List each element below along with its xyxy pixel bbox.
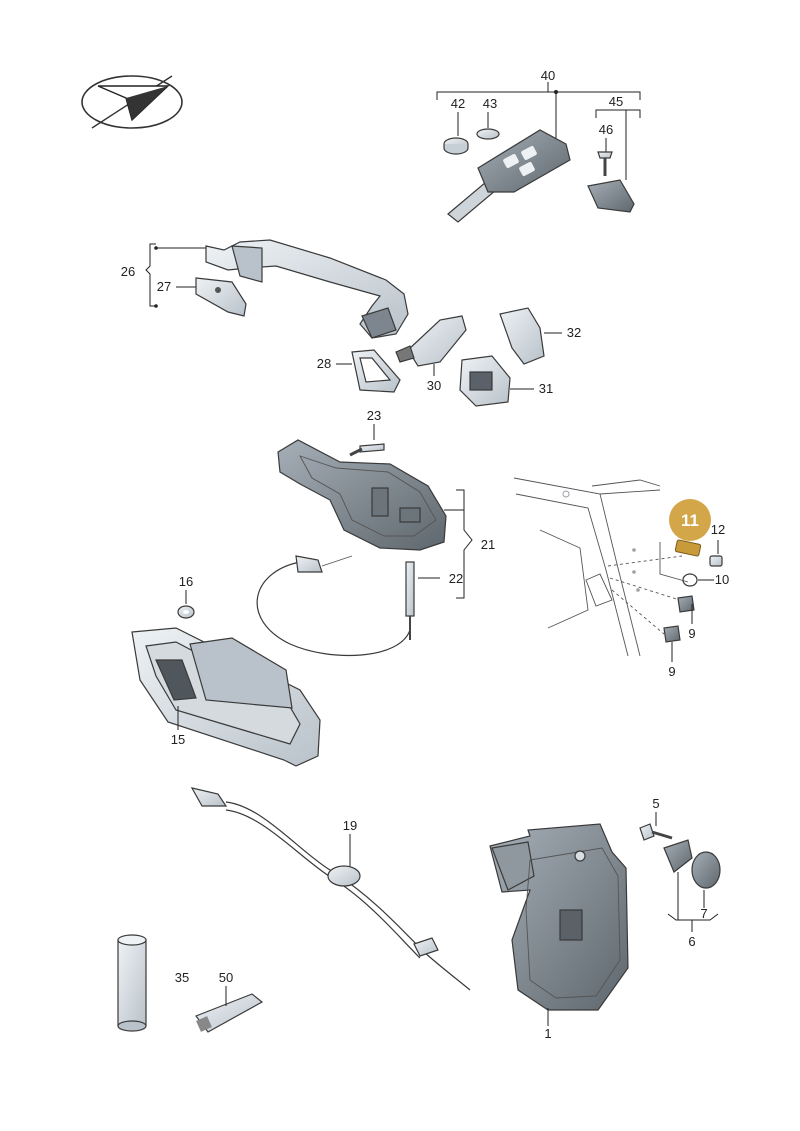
label-43: 43	[483, 96, 497, 111]
label-45: 45	[609, 94, 623, 109]
door-frame-inset	[510, 472, 740, 662]
label-9-upper: 9	[688, 626, 695, 641]
label-16: 16	[179, 574, 193, 589]
label-15: 15	[171, 732, 185, 747]
interior-handle-group	[131, 590, 321, 767]
label-46: 46	[599, 122, 613, 137]
highlight-label: 11	[681, 511, 699, 530]
door-lock-group	[489, 823, 629, 1026]
label-32: 32	[567, 325, 581, 340]
label-40: 40	[541, 68, 555, 83]
label-5: 5	[652, 796, 659, 811]
label-23: 23	[367, 408, 381, 423]
label-9-lower: 9	[668, 664, 675, 679]
label-35: 35	[175, 970, 189, 985]
part-labels: 40 42 43 45 46 26 27 28 30 31 32 23 21 2…	[121, 68, 729, 1041]
exterior-handle-group	[145, 239, 409, 339]
label-26: 26	[121, 264, 135, 279]
highlight-circle	[669, 499, 711, 541]
striker-group	[639, 812, 721, 932]
highlight-badge: 11	[669, 499, 711, 541]
label-22: 22	[449, 571, 463, 586]
label-42: 42	[451, 96, 465, 111]
label-7: 7	[700, 906, 707, 921]
label-31: 31	[539, 381, 553, 396]
label-21: 21	[481, 537, 495, 552]
paper-plane-logo-icon	[81, 75, 183, 129]
label-30: 30	[427, 378, 441, 393]
lock-cylinder-group	[336, 307, 562, 407]
label-1: 1	[544, 1026, 551, 1041]
handle-carrier-group	[256, 424, 473, 657]
label-27: 27	[157, 279, 171, 294]
label-19: 19	[343, 818, 357, 833]
label-12: 12	[711, 522, 725, 537]
bowden-cable-group	[190, 787, 471, 991]
label-6: 6	[688, 934, 695, 949]
lubricant-group	[117, 934, 264, 1033]
label-50: 50	[219, 970, 233, 985]
key-fob-group	[436, 82, 641, 223]
label-28: 28	[317, 356, 331, 371]
label-10: 10	[715, 572, 729, 587]
